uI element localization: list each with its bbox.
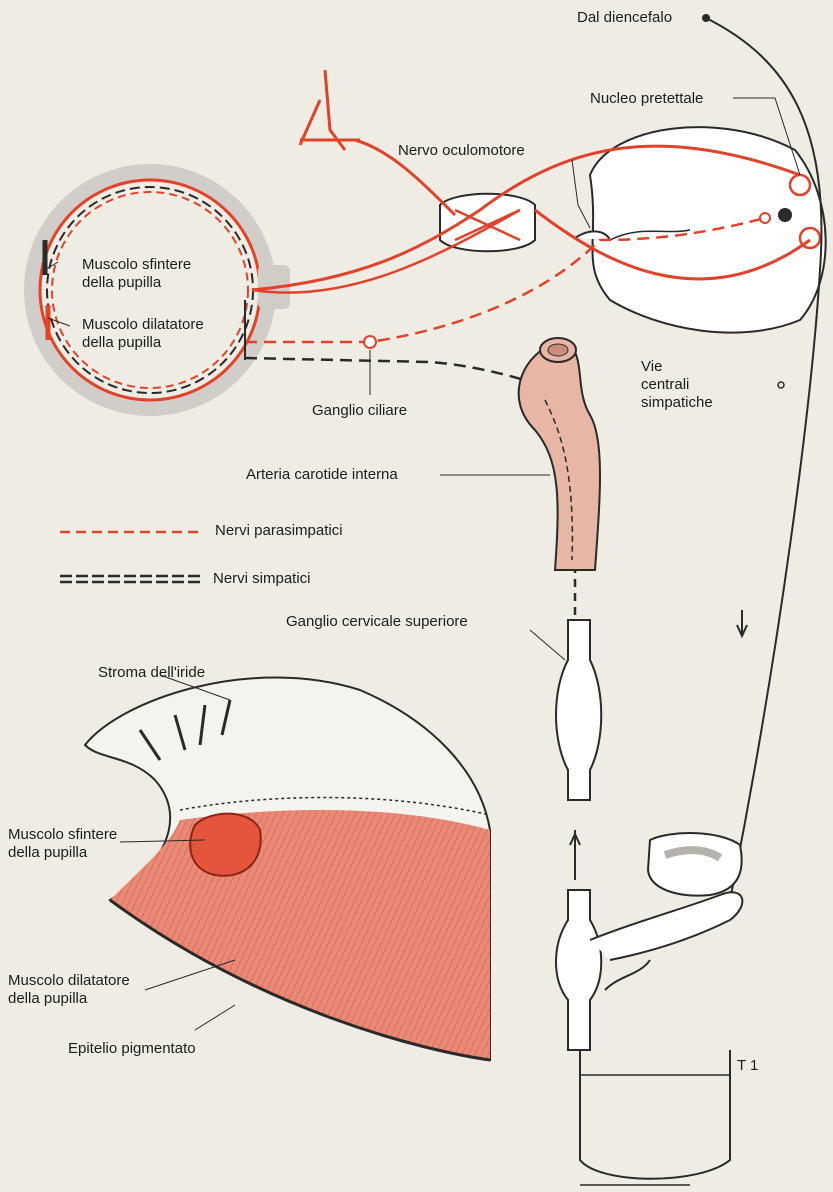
midbrain xyxy=(575,127,826,333)
label-vie-centrali-3: simpatiche xyxy=(641,394,713,412)
label-muscolo-dilatatore-bottom-2: della pupilla xyxy=(8,990,87,1008)
label-vie-centrali-1: Vie xyxy=(641,358,662,376)
spinal-cord xyxy=(648,833,742,896)
label-arteria-carotide: Arteria carotide interna xyxy=(246,466,398,484)
legend xyxy=(60,532,200,582)
label-epitelio: Epitelio pigmentato xyxy=(68,1040,196,1058)
label-muscolo-dilatatore-top-2: della pupilla xyxy=(82,334,161,352)
label-muscolo-sfintere-top-1: Muscolo sfintere xyxy=(82,256,191,274)
iris-section xyxy=(85,678,490,1061)
label-muscolo-sfintere-bottom-1: Muscolo sfintere xyxy=(8,826,117,844)
legend-label-simpatici: Nervi simpatici xyxy=(213,570,311,588)
label-dal-diencefalo: Dal diencefalo xyxy=(577,9,672,27)
label-stroma: Stroma dell'iride xyxy=(98,664,205,682)
label-vie-centrali-2: centrali xyxy=(641,376,689,394)
label-t1: T 1 xyxy=(737,1057,758,1075)
label-ganglio-ciliare: Ganglio ciliare xyxy=(312,402,407,420)
legend-label-parasimpatici: Nervi parasimpatici xyxy=(215,522,343,540)
label-nervo-oculomotore: Nervo oculomotore xyxy=(398,142,525,160)
sympathetic-trunk xyxy=(556,620,742,1185)
label-muscolo-sfintere-top-2: della pupilla xyxy=(82,274,161,292)
label-ganglio-cervicale: Ganglio cervicale superiore xyxy=(286,613,468,631)
label-nucleo-pretettale: Nucleo pretettale xyxy=(590,90,703,108)
internal-carotid-artery xyxy=(519,338,600,570)
label-muscolo-dilatatore-top-1: Muscolo dilatatore xyxy=(82,316,204,334)
optic-chiasm xyxy=(300,70,535,251)
label-muscolo-sfintere-bottom-2: della pupilla xyxy=(8,844,87,862)
label-muscolo-dilatatore-bottom-1: Muscolo dilatatore xyxy=(8,972,130,990)
